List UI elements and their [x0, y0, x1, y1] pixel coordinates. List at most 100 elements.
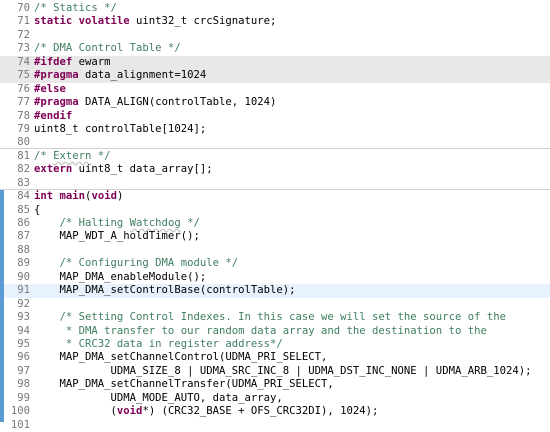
code-text: /* Extern */	[34, 150, 111, 163]
code-text: /* Configuring DMA module */	[34, 257, 239, 270]
line-number: 81	[17, 149, 30, 162]
fold-range-marker	[0, 190, 4, 422]
code-line[interactable]: 92	[0, 298, 550, 311]
keyword-token: void	[116, 405, 143, 418]
code-token: MAP_DMA_setChannelTransfer(UDMA_PRI_SELE…	[34, 378, 334, 391]
code-text: /* DMA Control Table */	[34, 42, 181, 55]
keyword-token: #endif	[34, 109, 73, 122]
code-token: MAP_DMA_setControlBase(controlTable);	[34, 284, 296, 297]
line-number: 101	[10, 418, 30, 431]
line-number: 73	[17, 42, 30, 55]
line-number: 90	[17, 270, 30, 283]
line-number: 74	[17, 55, 30, 68]
code-text: {	[34, 204, 40, 217]
line-number: 93	[17, 311, 30, 324]
line-number: 79	[17, 122, 30, 135]
code-text: MAP_DMA_setChannelControl(UDMA_PRI_SELEC…	[34, 351, 328, 364]
code-line[interactable]: 88	[0, 244, 550, 257]
code-text: uint8_t controlTable[1024];	[34, 123, 206, 136]
code-line[interactable]: 72	[0, 29, 550, 42]
code-text: #endif	[34, 110, 72, 123]
line-number: 82	[17, 163, 30, 176]
keyword-token: #pragma	[34, 69, 79, 82]
code-line[interactable]: 90 MAP_DMA_enableModule();	[0, 271, 550, 284]
code-line[interactable]: 101	[0, 419, 550, 432]
line-number: 75	[17, 69, 30, 82]
code-text: MAP_DMA_setControlBase(controlTable);	[34, 284, 296, 297]
code-line[interactable]: 81 /* Extern */	[0, 150, 550, 163]
comment-token: /* Setting Control Indexes. In this case…	[34, 311, 506, 324]
code-token: DATA_ALIGN(controlTable, 1024)	[78, 96, 277, 109]
code-token: MAP_DMA_setChannelControl(UDMA_PRI_SELEC…	[34, 351, 328, 364]
code-text: #else	[34, 83, 66, 96]
code-line[interactable]: 91 MAP_DMA_setControlBase(controlTable);	[0, 284, 550, 298]
code-line[interactable]: 93 /* Setting Control Indexes. In this c…	[0, 311, 550, 324]
comment-token: /* DMA Control Table */	[34, 42, 181, 55]
code-text: UDMA_SIZE_8 | UDMA_SRC_INC_8 | UDMA_DST_…	[34, 364, 532, 378]
comment-token: /* Configuring DMA module */	[34, 257, 239, 270]
code-line[interactable]: 80	[0, 136, 550, 149]
line-number: 91	[17, 284, 30, 297]
code-line[interactable]: 73 /* DMA Control Table */	[0, 42, 550, 55]
code-line[interactable]: 87 MAP_WDT_A_holdTimer();	[0, 230, 550, 243]
line-number: 86	[17, 217, 30, 229]
line-number: 77	[17, 96, 30, 109]
code-text: #pragma DATA_ALIGN(controlTable, 1024)	[34, 96, 276, 109]
code-line[interactable]: 96 MAP_DMA_setChannelControl(UDMA_PRI_SE…	[0, 351, 550, 364]
line-number: 72	[17, 28, 30, 41]
code-token: UDMA_SIZE_8 | UDMA_SRC_INC_8 | UDMA_DST_…	[34, 364, 532, 377]
comment-token: /* Halting	[34, 217, 130, 229]
line-number: 71	[17, 15, 30, 28]
code-text: #pragma data_alignment=1024	[34, 69, 206, 82]
section-divider	[0, 148, 550, 149]
code-token: {	[34, 203, 41, 216]
keyword-token: #else	[34, 82, 66, 95]
code-line[interactable]: 85{	[0, 204, 550, 217]
code-token: MAP_DMA_enableModule();	[34, 270, 207, 283]
comment-token: */	[180, 217, 200, 229]
code-token: (	[34, 405, 117, 418]
code-line[interactable]: 97 UDMA_SIZE_8 | UDMA_SRC_INC_8 | UDMA_D…	[0, 365, 550, 378]
line-number: 94	[17, 324, 30, 337]
code-line[interactable]: 79 uint8_t controlTable[1024];	[0, 123, 550, 136]
code-line[interactable]: 95 * CRC32 data in register address*/	[0, 338, 550, 351]
line-number: 80	[17, 136, 30, 149]
code-line[interactable]: 99 UDMA_MODE_AUTO, data_array,	[0, 392, 550, 405]
code-line[interactable]: 83	[0, 177, 550, 190]
line-number: 70	[17, 2, 30, 14]
code-line[interactable]: 86 /* Halting Watchdog */	[0, 217, 550, 230]
line-number: 78	[17, 109, 30, 122]
line-number: 89	[17, 257, 30, 270]
code-line[interactable]: 98 MAP_DMA_setChannelTransfer(UDMA_PRI_S…	[0, 378, 550, 391]
line-number: 92	[17, 297, 30, 310]
code-token: ewarm	[72, 55, 111, 68]
keyword-token: extern	[34, 163, 73, 176]
line-number: 97	[17, 364, 30, 377]
code-line[interactable]: 76#else	[0, 83, 550, 96]
code-token: *) (CRC32_BASE + OFS_CRC32DI), 1024);	[142, 405, 379, 418]
code-text: UDMA_MODE_AUTO, data_array,	[34, 392, 283, 405]
keyword-token: static volatile	[34, 15, 130, 28]
code-line[interactable]: 89 /* Configuring DMA module */	[0, 257, 550, 270]
code-line[interactable]: 74#ifdef ewarm	[0, 55, 550, 70]
code-line[interactable]: 77 #pragma DATA_ALIGN(controlTable, 1024)	[0, 96, 550, 109]
code-line[interactable]: 94 * DMA transfer to our random data arr…	[0, 325, 550, 338]
code-text: /* Halting Watchdog */	[34, 217, 200, 230]
section-divider	[0, 189, 550, 190]
code-text: (void*) (CRC32_BASE + OFS_CRC32DI), 1024…	[34, 405, 379, 418]
code-token: data_alignment=1024	[78, 69, 207, 82]
keyword-token: int	[34, 190, 54, 203]
code-line[interactable]: 70/* Statics */	[0, 2, 550, 15]
comment-token: Extern	[53, 149, 92, 162]
comment-token: Watchdog	[129, 217, 181, 229]
code-line[interactable]: 78 #endif	[0, 110, 550, 123]
code-line[interactable]: 100 (void*) (CRC32_BASE + OFS_CRC32DI), …	[0, 405, 550, 418]
code-line[interactable]: 75 #pragma data_alignment=1024	[0, 69, 550, 83]
code-token: MAP_WDT_A_holdTimer();	[34, 230, 200, 243]
code-text: MAP_DMA_setChannelTransfer(UDMA_PRI_SELE…	[34, 378, 334, 391]
